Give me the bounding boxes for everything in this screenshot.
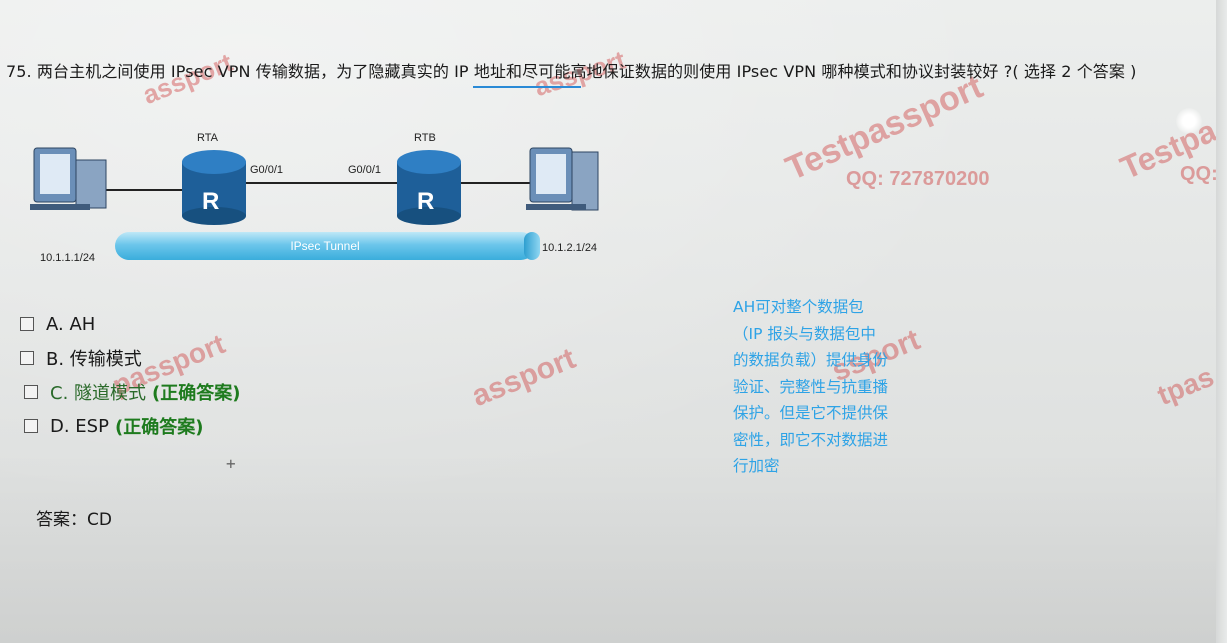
tunnel-end-cap: [524, 232, 540, 260]
answer-text: 答案：CD: [36, 510, 112, 530]
router-label-rta: RTA: [197, 132, 218, 144]
option-c[interactable]: C. 隧道模式 (正确答案): [24, 375, 240, 409]
light-glare: [1176, 108, 1202, 134]
host-ip-right: 10.1.2.1/24: [542, 242, 598, 254]
topology-svg: [30, 147, 599, 225]
option-label: B. 传输模式: [46, 349, 142, 370]
router-label-rtb: RTB: [414, 132, 436, 144]
option-checkbox[interactable]: [24, 385, 38, 399]
watermark-fragment: assport: [467, 341, 581, 414]
ipsec-tunnel: IPsec Tunnel: [115, 232, 535, 260]
computer-icon-right: [526, 147, 599, 211]
option-a[interactable]: A. AH: [20, 307, 236, 341]
router-icon-rta: [182, 150, 246, 225]
watermark-qq-partial: QQ:: [1180, 163, 1218, 185]
router-glyph: R: [417, 188, 435, 215]
watermark-fragment: tpas: [1153, 360, 1219, 412]
port-label-rtb: G0/0/1: [348, 164, 382, 176]
screen-edge: [1216, 0, 1227, 643]
option-checkbox[interactable]: [20, 351, 34, 365]
computer-icon-left: [30, 147, 107, 210]
router-icon-rtb: [397, 150, 461, 225]
router-glyph: R: [202, 188, 220, 215]
option-checkbox[interactable]: [20, 317, 34, 331]
highlight-underline: [473, 86, 581, 88]
correct-answer-note: (正确答案): [152, 383, 241, 404]
option-checkbox[interactable]: [24, 419, 38, 433]
network-diagram: R R RTA RTB G0/0/1 G0/0/1 IPsec Tunnel 1…: [30, 120, 620, 270]
port-label-rta: G0/0/1: [250, 164, 284, 176]
correct-answer-note: (正确答案): [114, 417, 204, 438]
host-ip-left: 10.1.1.1/24: [40, 252, 96, 264]
explanation-text: AH可对整个数据包 （IP 报头与数据包中 的数据负载）提供身份 验证、完整性与…: [733, 298, 889, 475]
answer-options: A. AH B. 传输模式 C. 隧道模式 (正确答案) D. ESP (正确答…: [20, 307, 240, 443]
option-d[interactable]: D. ESP (正确答案): [24, 409, 240, 443]
option-label: C. 隧道模式: [50, 383, 147, 404]
option-b[interactable]: B. 传输模式: [20, 341, 236, 375]
option-label: D. ESP: [50, 415, 109, 437]
option-label: A. AH: [46, 313, 96, 335]
crosshair-cursor-icon: +: [226, 454, 236, 473]
watermark-qq: QQ: 727870200: [846, 168, 990, 190]
question-text: 75. 两台主机之间使用 IPsec VPN 传输数据，为了隐藏真实的 IP 地…: [6, 62, 1137, 81]
